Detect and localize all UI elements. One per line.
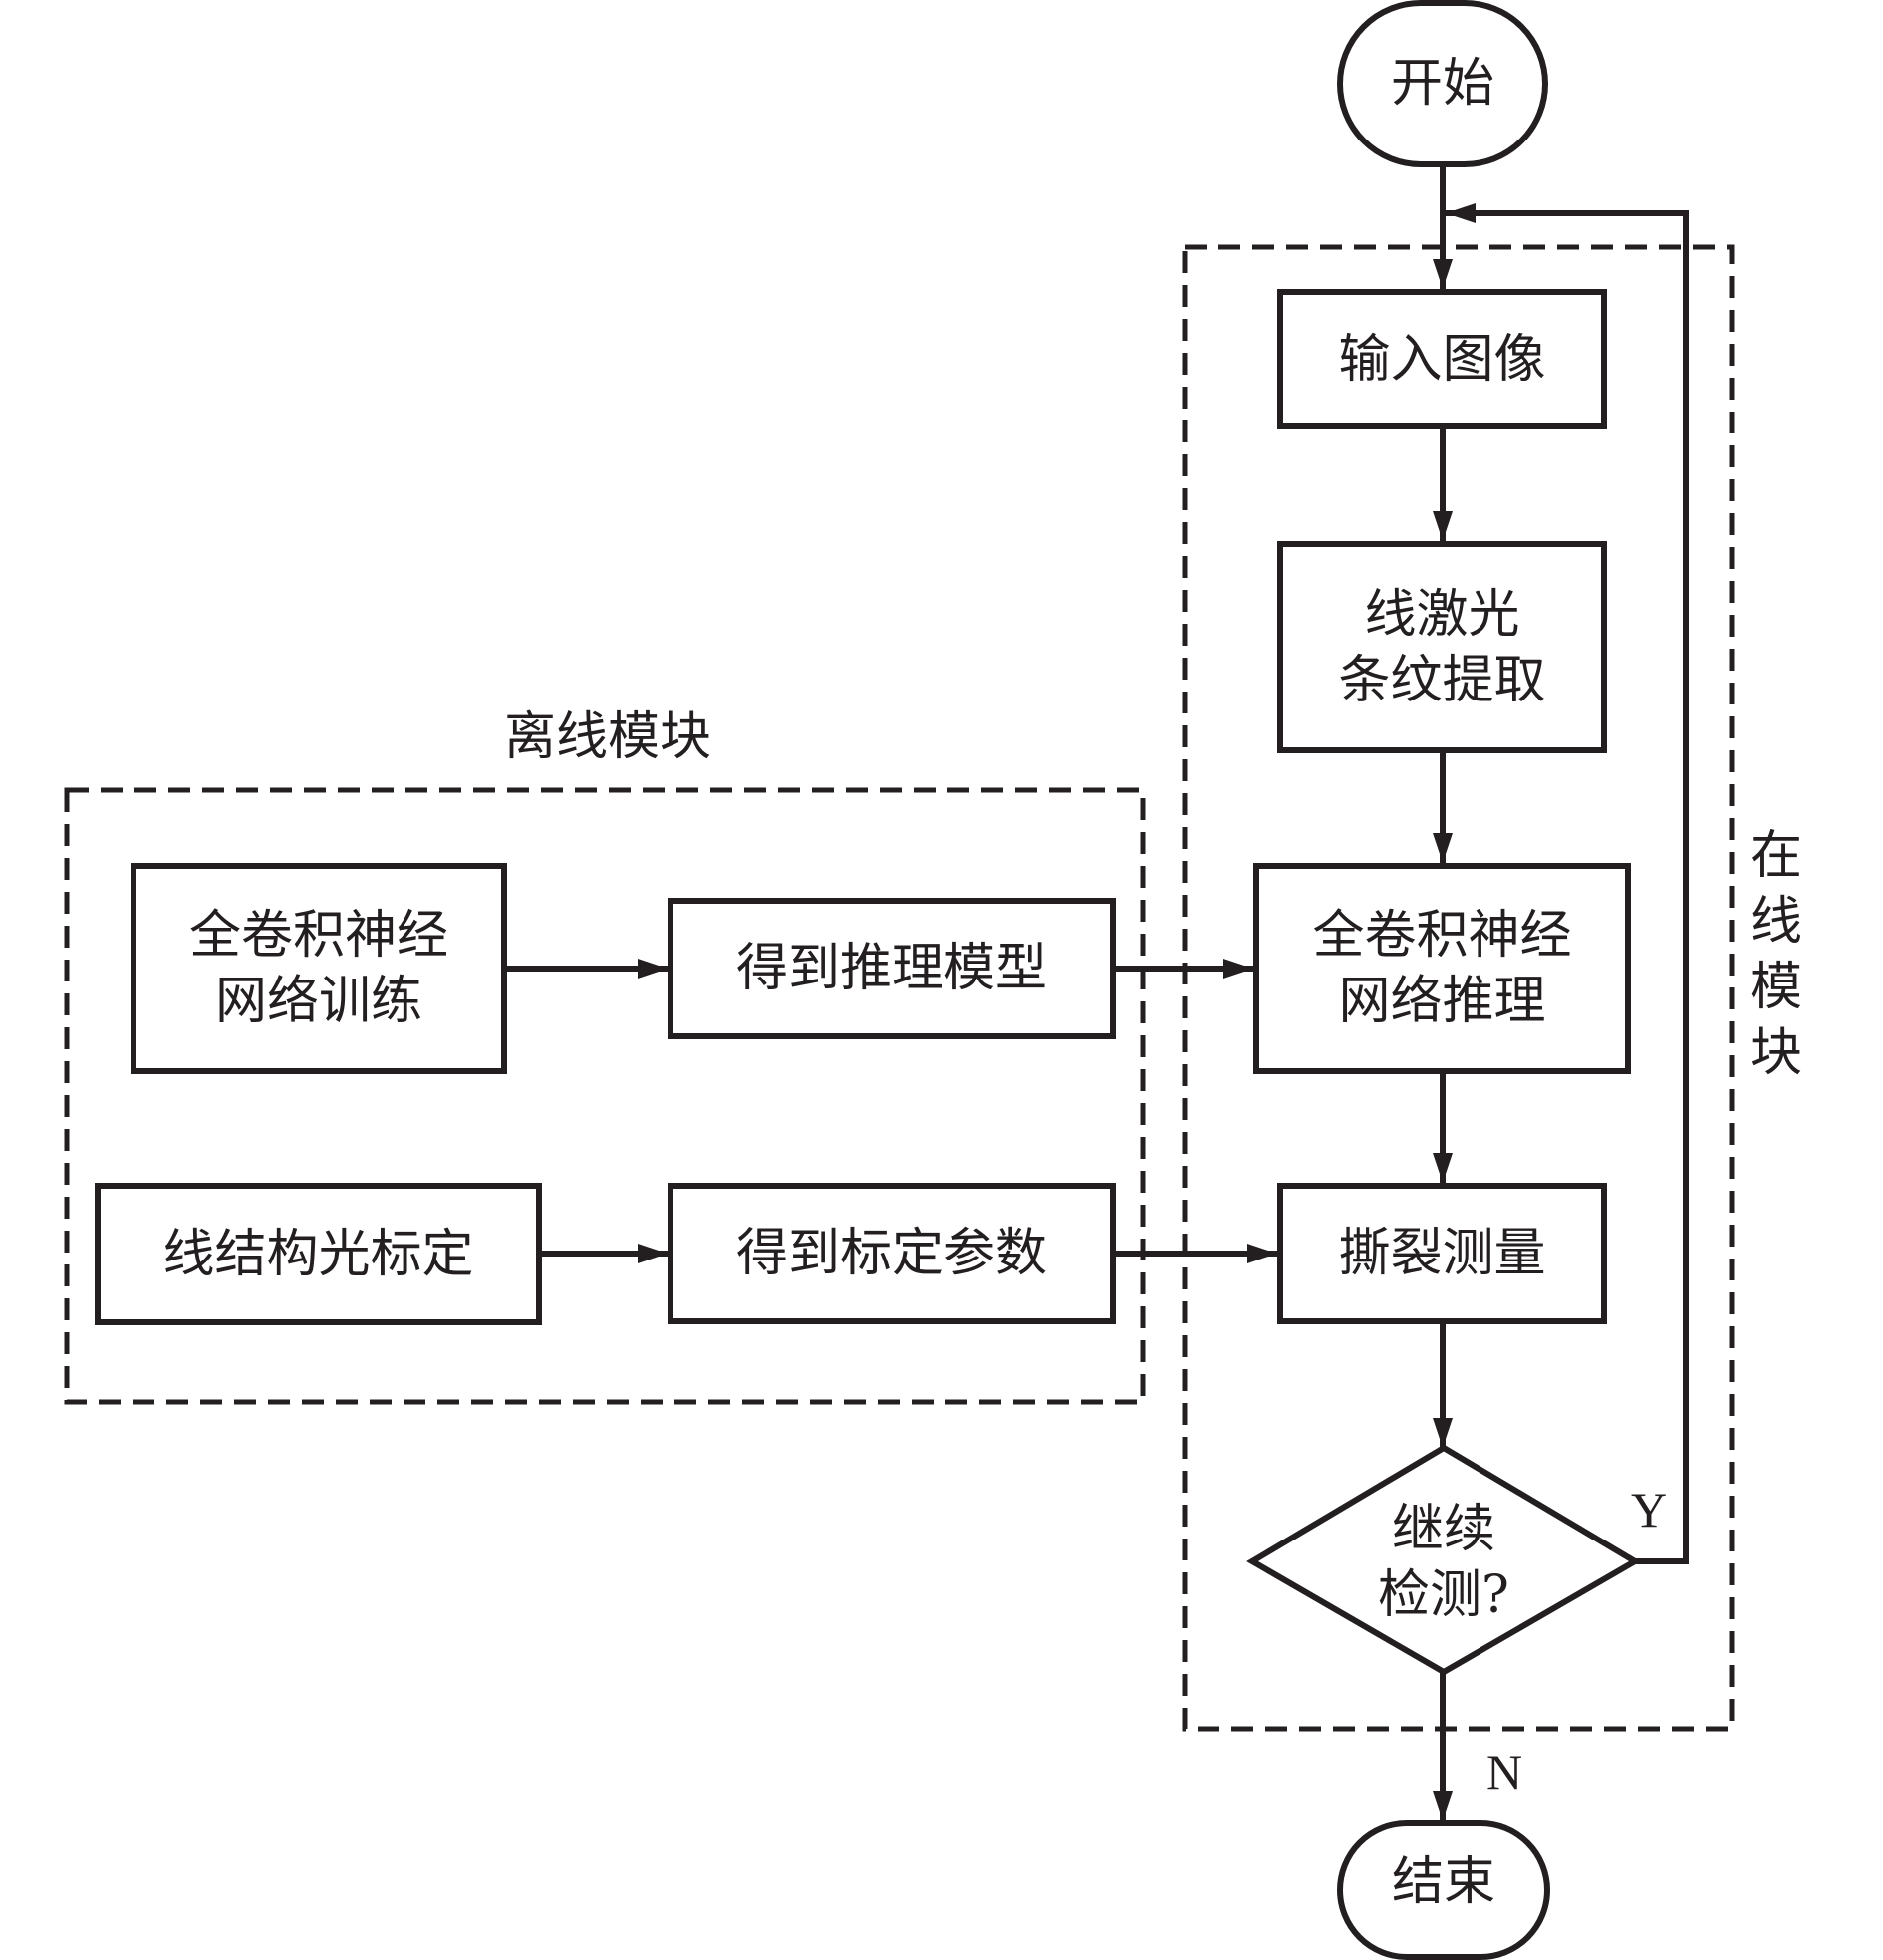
edge-decision-yes-loop: [1446, 203, 1689, 1564]
fcn-inference-label: 全卷积神经 网络推理: [1312, 906, 1572, 1031]
online-module-title: 在 线 模 块: [1749, 826, 1802, 1083]
input-image-label: 输入图像: [1338, 329, 1546, 390]
tear-measurement-node: [1277, 1183, 1607, 1324]
tear-measurement-label: 撕裂测量: [1338, 1224, 1546, 1283]
start-node: [1337, 0, 1548, 167]
input-image-node: [1277, 289, 1607, 429]
offline-module-title: 离线模块: [503, 707, 711, 767]
get-calibration-params-label: 得到标定参数: [735, 1224, 1047, 1283]
branch-no-label: N: [1485, 1744, 1523, 1800]
start-node-label: 开始: [1390, 54, 1494, 114]
calibration-label: 线结构光标定: [162, 1224, 474, 1284]
get-inference-model-label: 得到推理模型: [735, 939, 1047, 998]
fcn-training-node: [131, 863, 507, 1074]
calibration-node: [95, 1183, 542, 1325]
end-node: [1337, 1820, 1550, 1960]
branch-yes-label: Y: [1630, 1482, 1668, 1538]
get-inference-model-node: [668, 898, 1116, 1039]
decision-diamond-shape: [1246, 1444, 1641, 1676]
stripe-extraction-label: 线激光 条纹提取: [1338, 584, 1546, 710]
fcn-inference-node: [1253, 863, 1631, 1074]
online-module-container: [1182, 244, 1735, 1732]
end-node-label: 结束: [1391, 1851, 1495, 1912]
fcn-training-label: 全卷积神经 网络训练: [188, 906, 448, 1031]
continue-detection-label: 继续 检测?: [1378, 1500, 1509, 1625]
get-calibration-params-node: [668, 1183, 1116, 1324]
stripe-extraction-node: [1277, 541, 1607, 753]
offline-module-container: [64, 787, 1146, 1405]
